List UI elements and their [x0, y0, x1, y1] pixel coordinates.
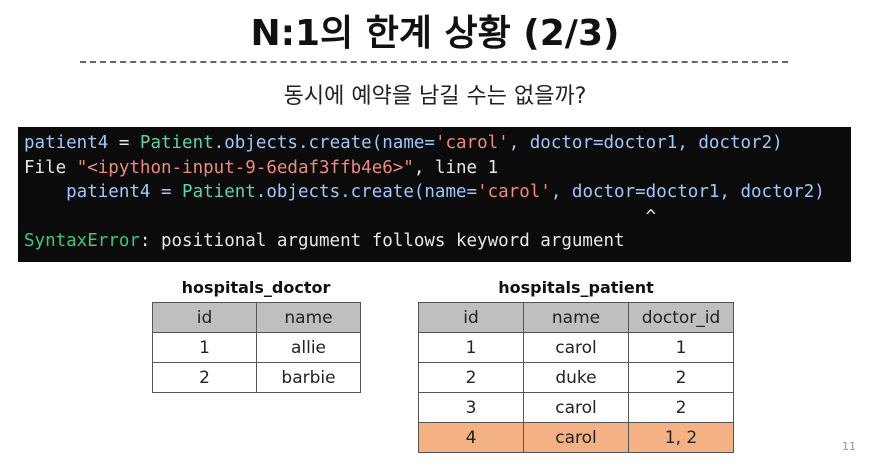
code-token: = — [108, 133, 140, 153]
table-header-row: id name doctor_id — [418, 302, 734, 333]
code-token: SyntaxError — [24, 231, 140, 251]
table-header-row: id name — [152, 302, 361, 333]
table-cell: 2 — [418, 362, 524, 393]
table-cell: carol — [523, 332, 629, 363]
table-cell: 1, 2 — [628, 422, 734, 453]
slide-title: N:1의 한계 상황 (2/3) — [250, 13, 620, 54]
code-token: .objects.create(name= — [255, 182, 478, 202]
code-token: "<ipython-input-9-6edaf3ffb4e6>" — [76, 157, 414, 178]
code-line-5: SyntaxError: positional argument follows… — [24, 229, 851, 254]
doctor-table: id name 1 allie 2 barbie — [152, 302, 361, 393]
code-line-4-caret: ^ — [24, 206, 657, 227]
page-number: 11 — [842, 440, 856, 453]
table-row: 3 carol 2 — [418, 392, 734, 423]
table-cell: 2 — [628, 362, 734, 393]
table-row-highlighted: 4 carol 1, 2 — [418, 422, 734, 453]
table-cell: allie — [256, 332, 361, 363]
code-block: patient4 = Patient.objects.create(name='… — [18, 127, 851, 262]
table-row: 1 allie — [152, 332, 361, 363]
doctor-table-title: hospitals_doctor — [181, 278, 331, 297]
table-header-cell: id — [418, 302, 524, 333]
table-cell: carol — [523, 392, 629, 423]
code-token: , doctor=doctor1, doctor2) — [508, 133, 783, 153]
patient-table: id name doctor_id 1 carol 1 2 duke 2 3 c… — [418, 302, 734, 453]
code-token: : positional argument follows keyword ar… — [139, 231, 625, 251]
patient-table-title: hospitals_patient — [498, 278, 654, 297]
code-token: Patient — [139, 133, 214, 153]
table-header-cell: name — [256, 302, 361, 333]
code-token: 'carol' — [477, 182, 551, 202]
table-cell: 1 — [152, 332, 257, 363]
table-cell: 2 — [152, 362, 257, 393]
table-header-cell: doctor_id — [628, 302, 734, 333]
code-token: .objects.create(name= — [213, 133, 435, 153]
table-cell: barbie — [256, 362, 361, 393]
code-token: patient4 — [24, 133, 109, 153]
table-row: 1 carol 1 — [418, 332, 734, 363]
table-header-cell: id — [152, 302, 257, 333]
table-cell: carol — [523, 422, 629, 453]
table-cell: duke — [523, 362, 629, 393]
table-row: 2 duke 2 — [418, 362, 734, 393]
code-line-3: patient4 = Patient.objects.create(name='… — [24, 180, 851, 205]
code-line-1: patient4 = Patient.objects.create(name='… — [24, 131, 851, 156]
table-row: 2 barbie — [152, 362, 361, 393]
table-header-cell: name — [523, 302, 629, 333]
table-cell: 1 — [418, 332, 524, 363]
table-cell: 3 — [418, 392, 524, 423]
code-token: patient4 = — [24, 182, 183, 202]
slide-subtitle: 동시에 예약을 남길 수는 없을까? — [283, 84, 587, 109]
table-cell: 1 — [628, 332, 734, 363]
code-token: File — [24, 157, 77, 178]
code-token: , doctor=doctor1, doctor2) — [550, 182, 825, 202]
table-cell: 2 — [628, 392, 734, 423]
code-token: , line 1 — [413, 157, 499, 178]
code-line-2: File "<ipython-input-9-6edaf3ffb4e6>", l… — [24, 156, 851, 181]
code-token: Patient — [182, 182, 256, 202]
code-token: 'carol' — [434, 133, 509, 153]
dashed-divider — [80, 61, 788, 63]
table-cell: 4 — [418, 422, 524, 453]
